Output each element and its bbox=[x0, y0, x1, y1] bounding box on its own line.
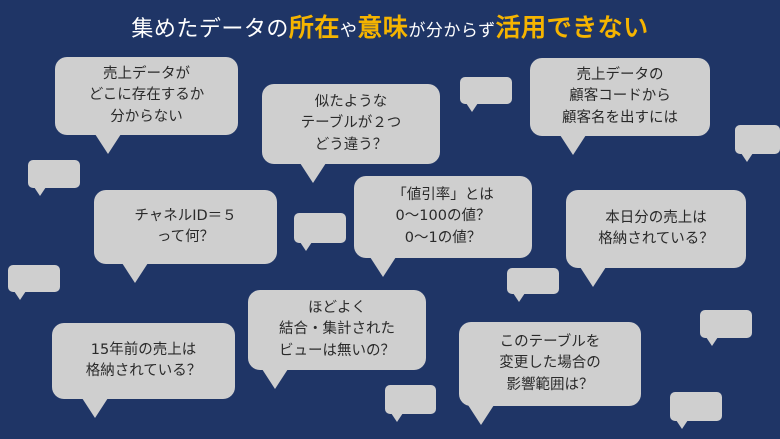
bubble-tail bbox=[706, 337, 718, 346]
speech-bubble-change-impact: このテーブルを 変更した場合の 影響範囲は？ bbox=[459, 322, 641, 406]
speech-bubble-todays-sales: 本日分の売上は 格納されている？ bbox=[566, 190, 746, 268]
title-highlight-unusable: 活用できない bbox=[495, 13, 649, 42]
bubble-tail bbox=[262, 369, 288, 389]
speech-bubble-similar-tables: 似たような テーブルが２つ どう違う？ bbox=[262, 84, 440, 164]
empty-speech-bubble bbox=[385, 385, 436, 414]
bubble-tail bbox=[300, 242, 312, 251]
empty-speech-bubble bbox=[460, 77, 512, 104]
empty-speech-bubble bbox=[8, 265, 60, 292]
empty-speech-bubble bbox=[735, 125, 780, 154]
bubble-tail bbox=[82, 398, 108, 418]
title-part-3: や bbox=[339, 21, 358, 41]
bubble-tail bbox=[676, 420, 688, 429]
bubble-text: 15年前の売上は 格納されている？ bbox=[85, 341, 202, 379]
bubble-tail bbox=[513, 293, 525, 302]
bubble-tail bbox=[741, 153, 753, 162]
title-highlight-location: 所在 bbox=[288, 13, 340, 42]
bubble-text: 「値引率」とは 0〜100の値？ 0〜1の値？ bbox=[392, 187, 494, 246]
bubble-text: 売上データが どこに存在するか 分からない bbox=[88, 66, 205, 125]
bubble-tail bbox=[580, 267, 606, 287]
speech-bubble-discount-rate: 「値引率」とは 0〜100の値？ 0〜1の値？ bbox=[354, 176, 532, 258]
empty-speech-bubble bbox=[294, 213, 346, 243]
title-part-1: 集めたデータの bbox=[131, 17, 289, 42]
bubble-tail bbox=[560, 135, 586, 155]
speech-bubble-customer-name: 売上データの 顧客コードから 顧客名を出すには bbox=[530, 58, 710, 136]
bubble-text: ほどよく 結合・集計された ビューは無いの？ bbox=[279, 300, 395, 359]
title-part-5: が分からず bbox=[408, 21, 496, 41]
speech-bubble-old-sales: 15年前の売上は 格納されている？ bbox=[52, 323, 235, 399]
bubble-tail bbox=[14, 291, 26, 300]
bubble-tail bbox=[122, 263, 148, 283]
bubble-tail bbox=[34, 187, 46, 196]
empty-speech-bubble bbox=[28, 160, 80, 188]
speech-bubble-channel-id: チャネルID＝５ って何？ bbox=[94, 190, 277, 264]
title-highlight-meaning: 意味 bbox=[357, 13, 409, 42]
empty-speech-bubble bbox=[507, 268, 559, 294]
empty-speech-bubble bbox=[700, 310, 752, 338]
bubble-text: このテーブルを 変更した場合の 影響範囲は？ bbox=[499, 334, 601, 393]
page-title: 集めたデータの所在や意味が分からず活用できない bbox=[0, 8, 780, 44]
bubble-tail bbox=[370, 257, 396, 277]
bubble-text: 売上データの 顧客コードから 顧客名を出すには bbox=[562, 67, 678, 126]
bubble-tail bbox=[466, 103, 478, 112]
bubble-text: 本日分の売上は 格納されている？ bbox=[598, 209, 714, 247]
bubble-tail bbox=[391, 413, 403, 422]
speech-bubble-sales-data-location: 売上データが どこに存在するか 分からない bbox=[55, 57, 238, 135]
bubble-tail bbox=[95, 134, 121, 154]
bubble-tail bbox=[300, 163, 326, 183]
bubble-tail bbox=[468, 405, 494, 425]
bubble-text: 似たような テーブルが２つ どう違う？ bbox=[300, 94, 402, 153]
empty-speech-bubble bbox=[670, 392, 722, 421]
speech-bubble-aggregated-view: ほどよく 結合・集計された ビューは無いの？ bbox=[248, 290, 426, 370]
bubble-text: チャネルID＝５ って何？ bbox=[134, 207, 237, 245]
